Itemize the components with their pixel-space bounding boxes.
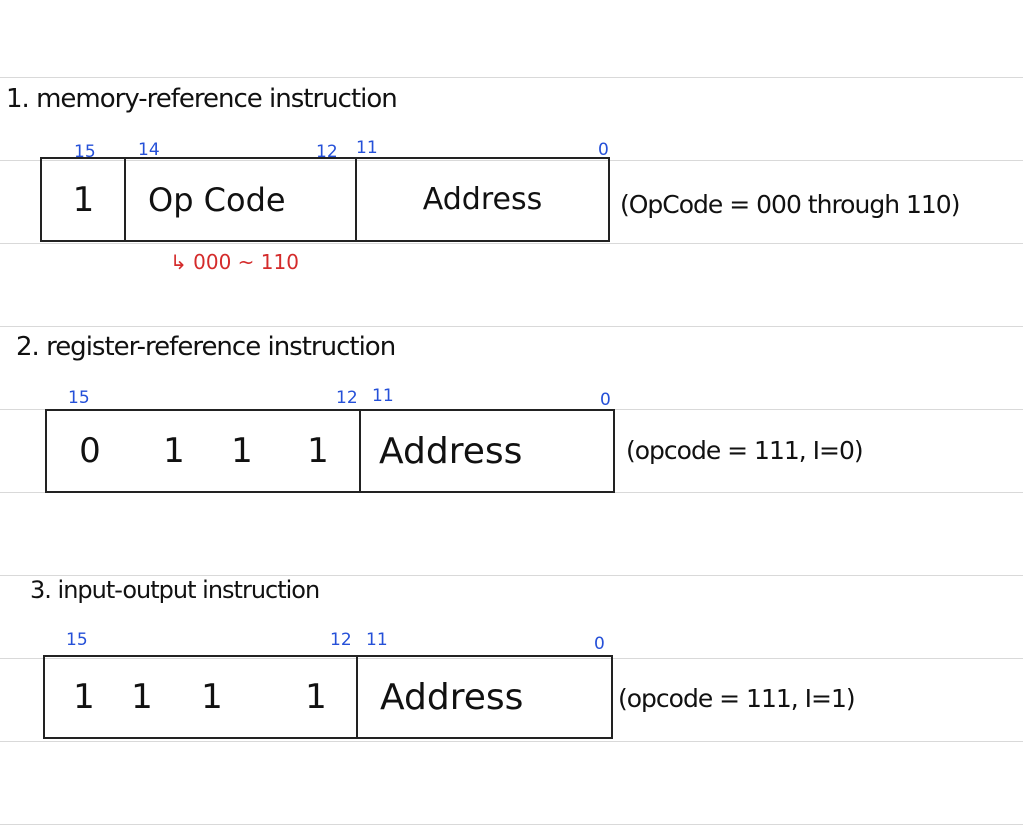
ruled-line: [0, 658, 1023, 659]
ruled-line: [0, 326, 1023, 327]
ruled-line: [0, 77, 1023, 78]
opcode-bit: 1: [305, 677, 327, 717]
bit-12-label: 12: [330, 630, 352, 650]
opcode-bit: 1: [231, 431, 253, 471]
field-divider: [355, 159, 357, 240]
section-3-note: (opcode = 111, I=1): [618, 684, 856, 713]
bit-12-label: 12: [336, 388, 358, 408]
bit-12-label: 12: [316, 142, 338, 162]
opcode-bit: 1: [163, 431, 185, 471]
opcode-bit: 1: [201, 677, 223, 717]
opcode-field: Op Code: [148, 180, 286, 219]
bit-15-label: 15: [66, 630, 88, 650]
ruled-line: [0, 243, 1023, 244]
i-bit-field: 1: [72, 179, 95, 220]
bit-15-label: 15: [68, 388, 90, 408]
opcode-bit: 1: [131, 677, 153, 717]
bit-0-label: 0: [600, 390, 611, 410]
section-2-note: (opcode = 111, I=0): [626, 436, 864, 465]
bit-14-label: 14: [138, 140, 160, 160]
opcode-bit: 0: [79, 431, 101, 471]
address-field: Address: [379, 430, 523, 472]
bit-11-label: 11: [356, 138, 378, 158]
bit-0-label: 0: [598, 140, 609, 160]
bit-0-label: 0: [594, 634, 605, 654]
input-output-format-box: 1 1 1 1 Address: [43, 655, 613, 739]
section-3-heading: 3. input-output instruction: [30, 576, 320, 604]
memory-reference-format-box: 1 Op Code Address: [40, 157, 610, 242]
opcode-bit: 1: [73, 677, 95, 717]
bit-11-label: 11: [372, 386, 394, 406]
ruled-line: [0, 741, 1023, 742]
ruled-line: [0, 160, 1023, 161]
address-field: Address: [422, 182, 543, 217]
opcode-bit: 1: [307, 431, 329, 471]
opcode-range-annotation: ↳ 000 ~ 110: [170, 250, 299, 274]
section-1-heading: 1. memory-reference instruction: [6, 84, 398, 114]
section-2-heading: 2. register-reference instruction: [16, 332, 396, 362]
bit-11-label: 11: [366, 630, 388, 650]
field-divider: [124, 159, 126, 240]
section-1-note: (OpCode = 000 through 110): [620, 190, 960, 219]
ruled-line: [0, 575, 1023, 576]
bit-15-label: 15: [74, 142, 96, 162]
field-divider: [359, 411, 361, 491]
register-reference-format-box: 0 1 1 1 Address: [45, 409, 615, 493]
ruled-line: [0, 824, 1023, 825]
field-divider: [356, 657, 358, 737]
address-field: Address: [380, 676, 524, 718]
